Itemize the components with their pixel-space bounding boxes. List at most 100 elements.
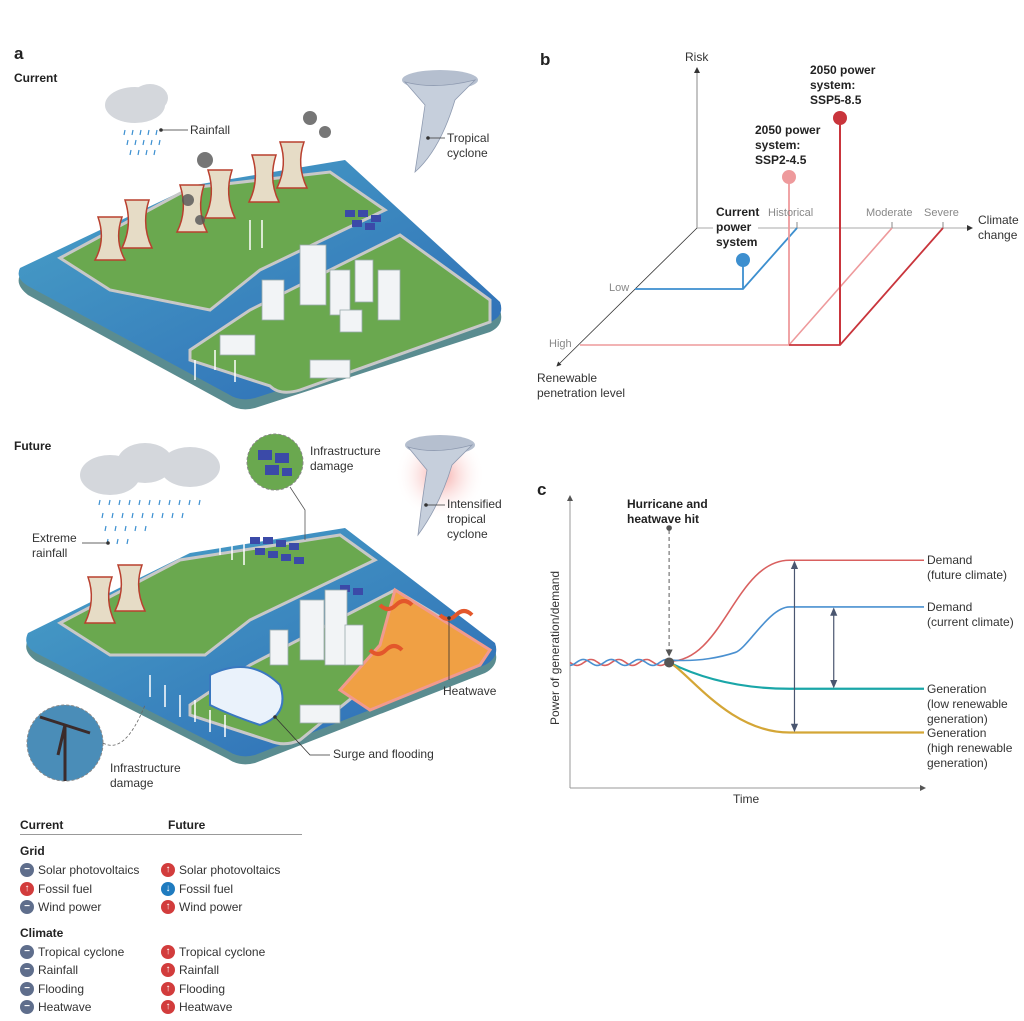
label-line: Infrastructure (310, 444, 381, 458)
legend-row: −Heatwave↑ Heatwave (20, 998, 302, 1017)
decrease-icon: ↓ (161, 881, 175, 896)
label-line: damage (310, 459, 354, 473)
legend-item-label: Solar photovoltaics (179, 863, 281, 878)
legend-cell-future: ↑Flooding (161, 981, 302, 996)
increase-icon: ↑ (161, 1000, 175, 1015)
tick-label-moderate: Moderate (866, 207, 913, 219)
label-line: Intensified (447, 497, 502, 511)
extreme-rainfall-label: Extreme rainfall (32, 531, 77, 561)
legend-row: −Wind power↑ Wind power (20, 898, 302, 917)
gap-arrows-group (790, 560, 838, 733)
legend-cell-current: −Heatwave (20, 1000, 161, 1015)
label-mask (713, 218, 758, 238)
surge-flooding-label: Surge and flooding (333, 747, 434, 761)
legend-item-label: Fossil fuel (179, 881, 234, 896)
tick-label-low: Low (609, 282, 630, 294)
solar-damage-leader (289, 486, 306, 540)
increase-icon: ↑ (20, 881, 34, 896)
label-line: damage (110, 776, 154, 790)
future-power-system-illustration (26, 430, 497, 782)
leader-dot (273, 715, 277, 719)
ssp585-point (833, 111, 847, 125)
cooling-towers (93, 141, 309, 261)
label-line: (current climate) (927, 614, 1014, 629)
surge-wave (209, 666, 284, 727)
label-line: (low renewable (927, 696, 1008, 711)
series-line-1 (569, 606, 924, 667)
heatwave-waves (368, 599, 474, 656)
label-line: (future climate) (927, 568, 1008, 583)
legend-group-title: Grid (20, 844, 45, 858)
tick-label-severe: Severe (924, 207, 959, 219)
label-line: system (716, 235, 758, 249)
series-line-3 (668, 661, 924, 734)
wind-turbines (194, 220, 263, 382)
intensified-cyclone-label: Intensified tropical cyclone (447, 497, 502, 542)
event-label: Hurricane and heatwave hit (627, 497, 708, 527)
surge-leader (274, 716, 330, 756)
event-marker-top-dot (666, 525, 672, 531)
renewable-axis-label: Renewable penetration level (537, 371, 625, 401)
panel-b-letter: b (540, 50, 551, 69)
legend-cell-future: ↓ Fossil fuel (161, 881, 302, 896)
legend-cell-current: −Wind power (20, 900, 161, 915)
series-group (569, 559, 924, 734)
label-line: Demand (927, 599, 973, 614)
legend-header: Current Future (20, 818, 302, 835)
current-section-title: Current (14, 71, 58, 85)
heatwave-label: Heatwave (443, 684, 497, 698)
risk-axis-label: Risk (685, 50, 709, 64)
risk-3d-chart (556, 67, 973, 367)
legend-item-label: Rainfall (179, 963, 220, 978)
power-plant-land (57, 533, 378, 657)
cyclone-leader-dot (426, 136, 430, 140)
series-label-1: Demand(current climate) (927, 600, 1014, 630)
label-line: 2050 power (755, 123, 821, 137)
solar-panels (345, 210, 381, 230)
rain-clouds (80, 443, 220, 495)
legend-item-label: Flooding (38, 981, 85, 996)
legend-cell-future: ↑ Heatwave (161, 1000, 302, 1015)
legend-item-label: Heatwave (38, 1000, 92, 1015)
legend-item-label: Wind power (179, 900, 243, 915)
cooling-towers (83, 564, 147, 624)
increase-icon: ↑ (161, 963, 175, 978)
label-line: Generation (927, 681, 987, 696)
legend-cell-current: −Flooding (20, 981, 161, 996)
label-line: Climate (978, 213, 1019, 227)
label-line: Generation (927, 725, 987, 740)
legend-cell-current: −Rainfall (20, 963, 161, 978)
legend-cell-future: ↑ Solar photovoltaics (161, 863, 302, 878)
label-line: tropical (447, 512, 486, 526)
legend-header-future: Future (168, 818, 206, 832)
no-change-icon: − (20, 863, 34, 878)
label-line: Hurricane and (627, 497, 708, 511)
leader-dot (424, 503, 428, 507)
legend-item-label: Flooding (179, 981, 226, 996)
label-line: Current (716, 205, 760, 219)
tick-label-historical: Historical (768, 207, 814, 219)
extreme-rain (98, 499, 201, 545)
climate-change-axis-label: Climate change (978, 213, 1019, 243)
label-line: Tropical (447, 131, 490, 145)
label-line: generation) (927, 711, 988, 726)
legend-row: −Rainfall↑ Rainfall (20, 961, 302, 980)
increase-icon: ↑ (161, 863, 175, 878)
wind-turbines (149, 525, 245, 737)
no-change-icon: − (20, 981, 34, 996)
increase-icon: ↑ (161, 900, 175, 915)
panel-a-letter: a (14, 44, 24, 63)
legend-header-current: Current (20, 818, 64, 832)
legend-row: − Solar photovoltaics↑ Solar photovoltaics (20, 861, 302, 880)
solar-panels (250, 537, 363, 595)
ssp585-label: 2050 power system: SSP5-8.5 (810, 63, 875, 108)
tornado (402, 70, 478, 174)
series-line-2 (668, 661, 924, 690)
rainfall-leader-dot (159, 128, 163, 132)
label-line: penetration level (537, 386, 626, 400)
label-line: (high renewable (927, 740, 1013, 755)
wind-infrastructure-damage-label: Infrastructure damage (110, 761, 181, 791)
legend-item-label: Heatwave (179, 1000, 233, 1015)
increase-icon: ↑ (161, 944, 175, 959)
